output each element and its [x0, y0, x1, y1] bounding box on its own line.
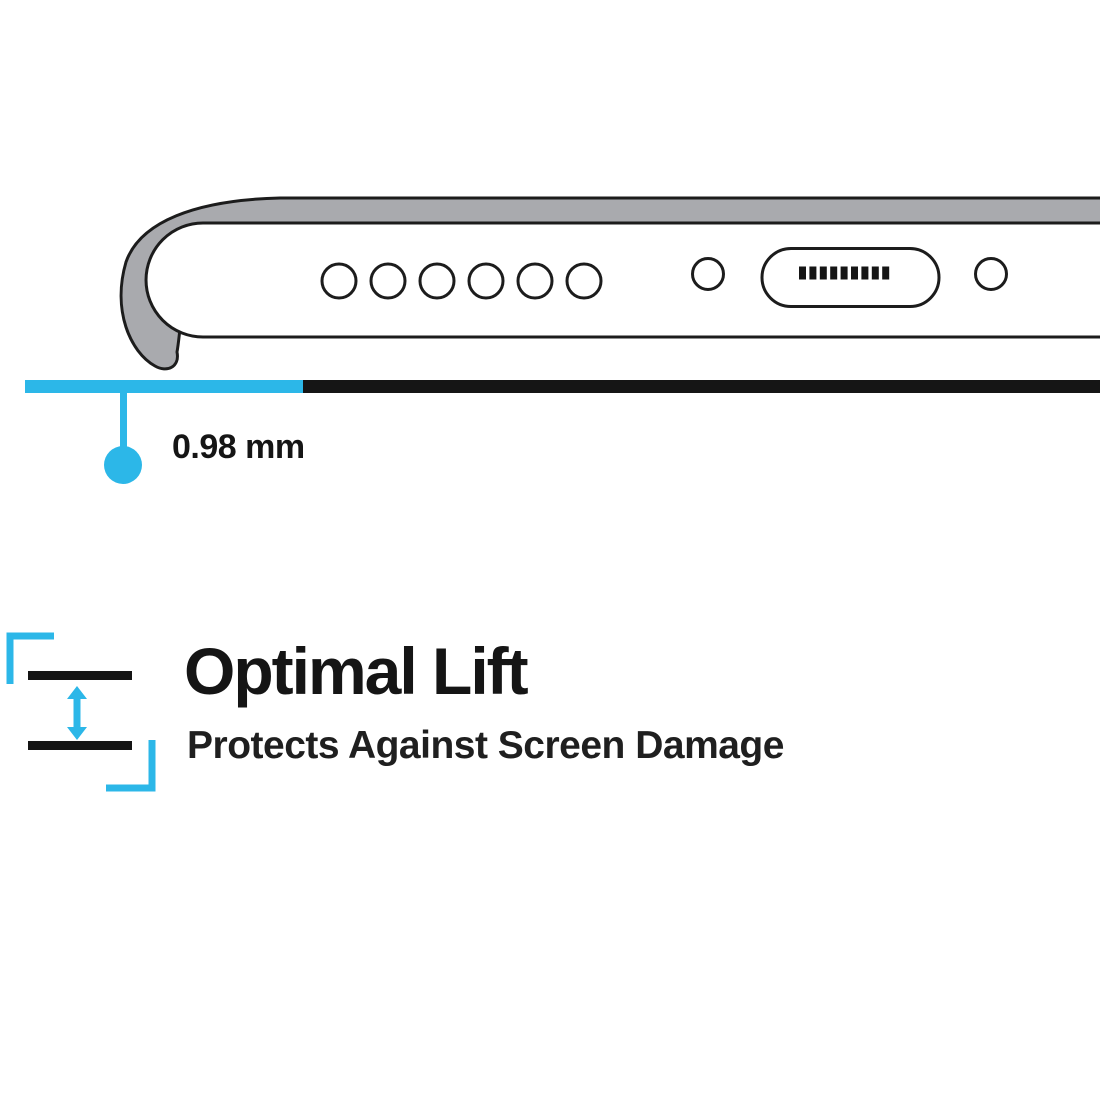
charging-port — [760, 247, 941, 308]
feature-subtitle: Protects Against Screen Damage — [187, 724, 784, 767]
screw-hole-left — [691, 257, 725, 291]
bracket-bottom-right-icon — [106, 740, 156, 792]
charging-port-pins — [799, 266, 890, 280]
speaker-hole — [565, 262, 603, 300]
phone-body — [144, 221, 1100, 339]
speaker-hole — [418, 262, 456, 300]
screw-hole-right — [974, 257, 1008, 291]
double-arrow-icon — [67, 686, 87, 740]
surface-line-highlight — [25, 380, 303, 393]
speaker-hole — [320, 262, 358, 300]
lift-height-icon — [6, 632, 156, 792]
speaker-hole — [369, 262, 407, 300]
measurement-label: 0.98 mm — [172, 428, 305, 466]
bracket-top-left-icon — [6, 632, 54, 684]
measurement-dot — [104, 446, 142, 484]
speaker-hole — [516, 262, 554, 300]
phone-case-illustration — [119, 196, 1100, 371]
speaker-holes — [320, 262, 603, 300]
feature-title: Optimal Lift — [184, 634, 529, 708]
measurement-drop-line — [120, 393, 127, 450]
upper-surface-bar — [28, 671, 132, 680]
surface-line — [303, 380, 1100, 393]
speaker-hole — [467, 262, 505, 300]
lower-surface-bar — [28, 741, 132, 750]
